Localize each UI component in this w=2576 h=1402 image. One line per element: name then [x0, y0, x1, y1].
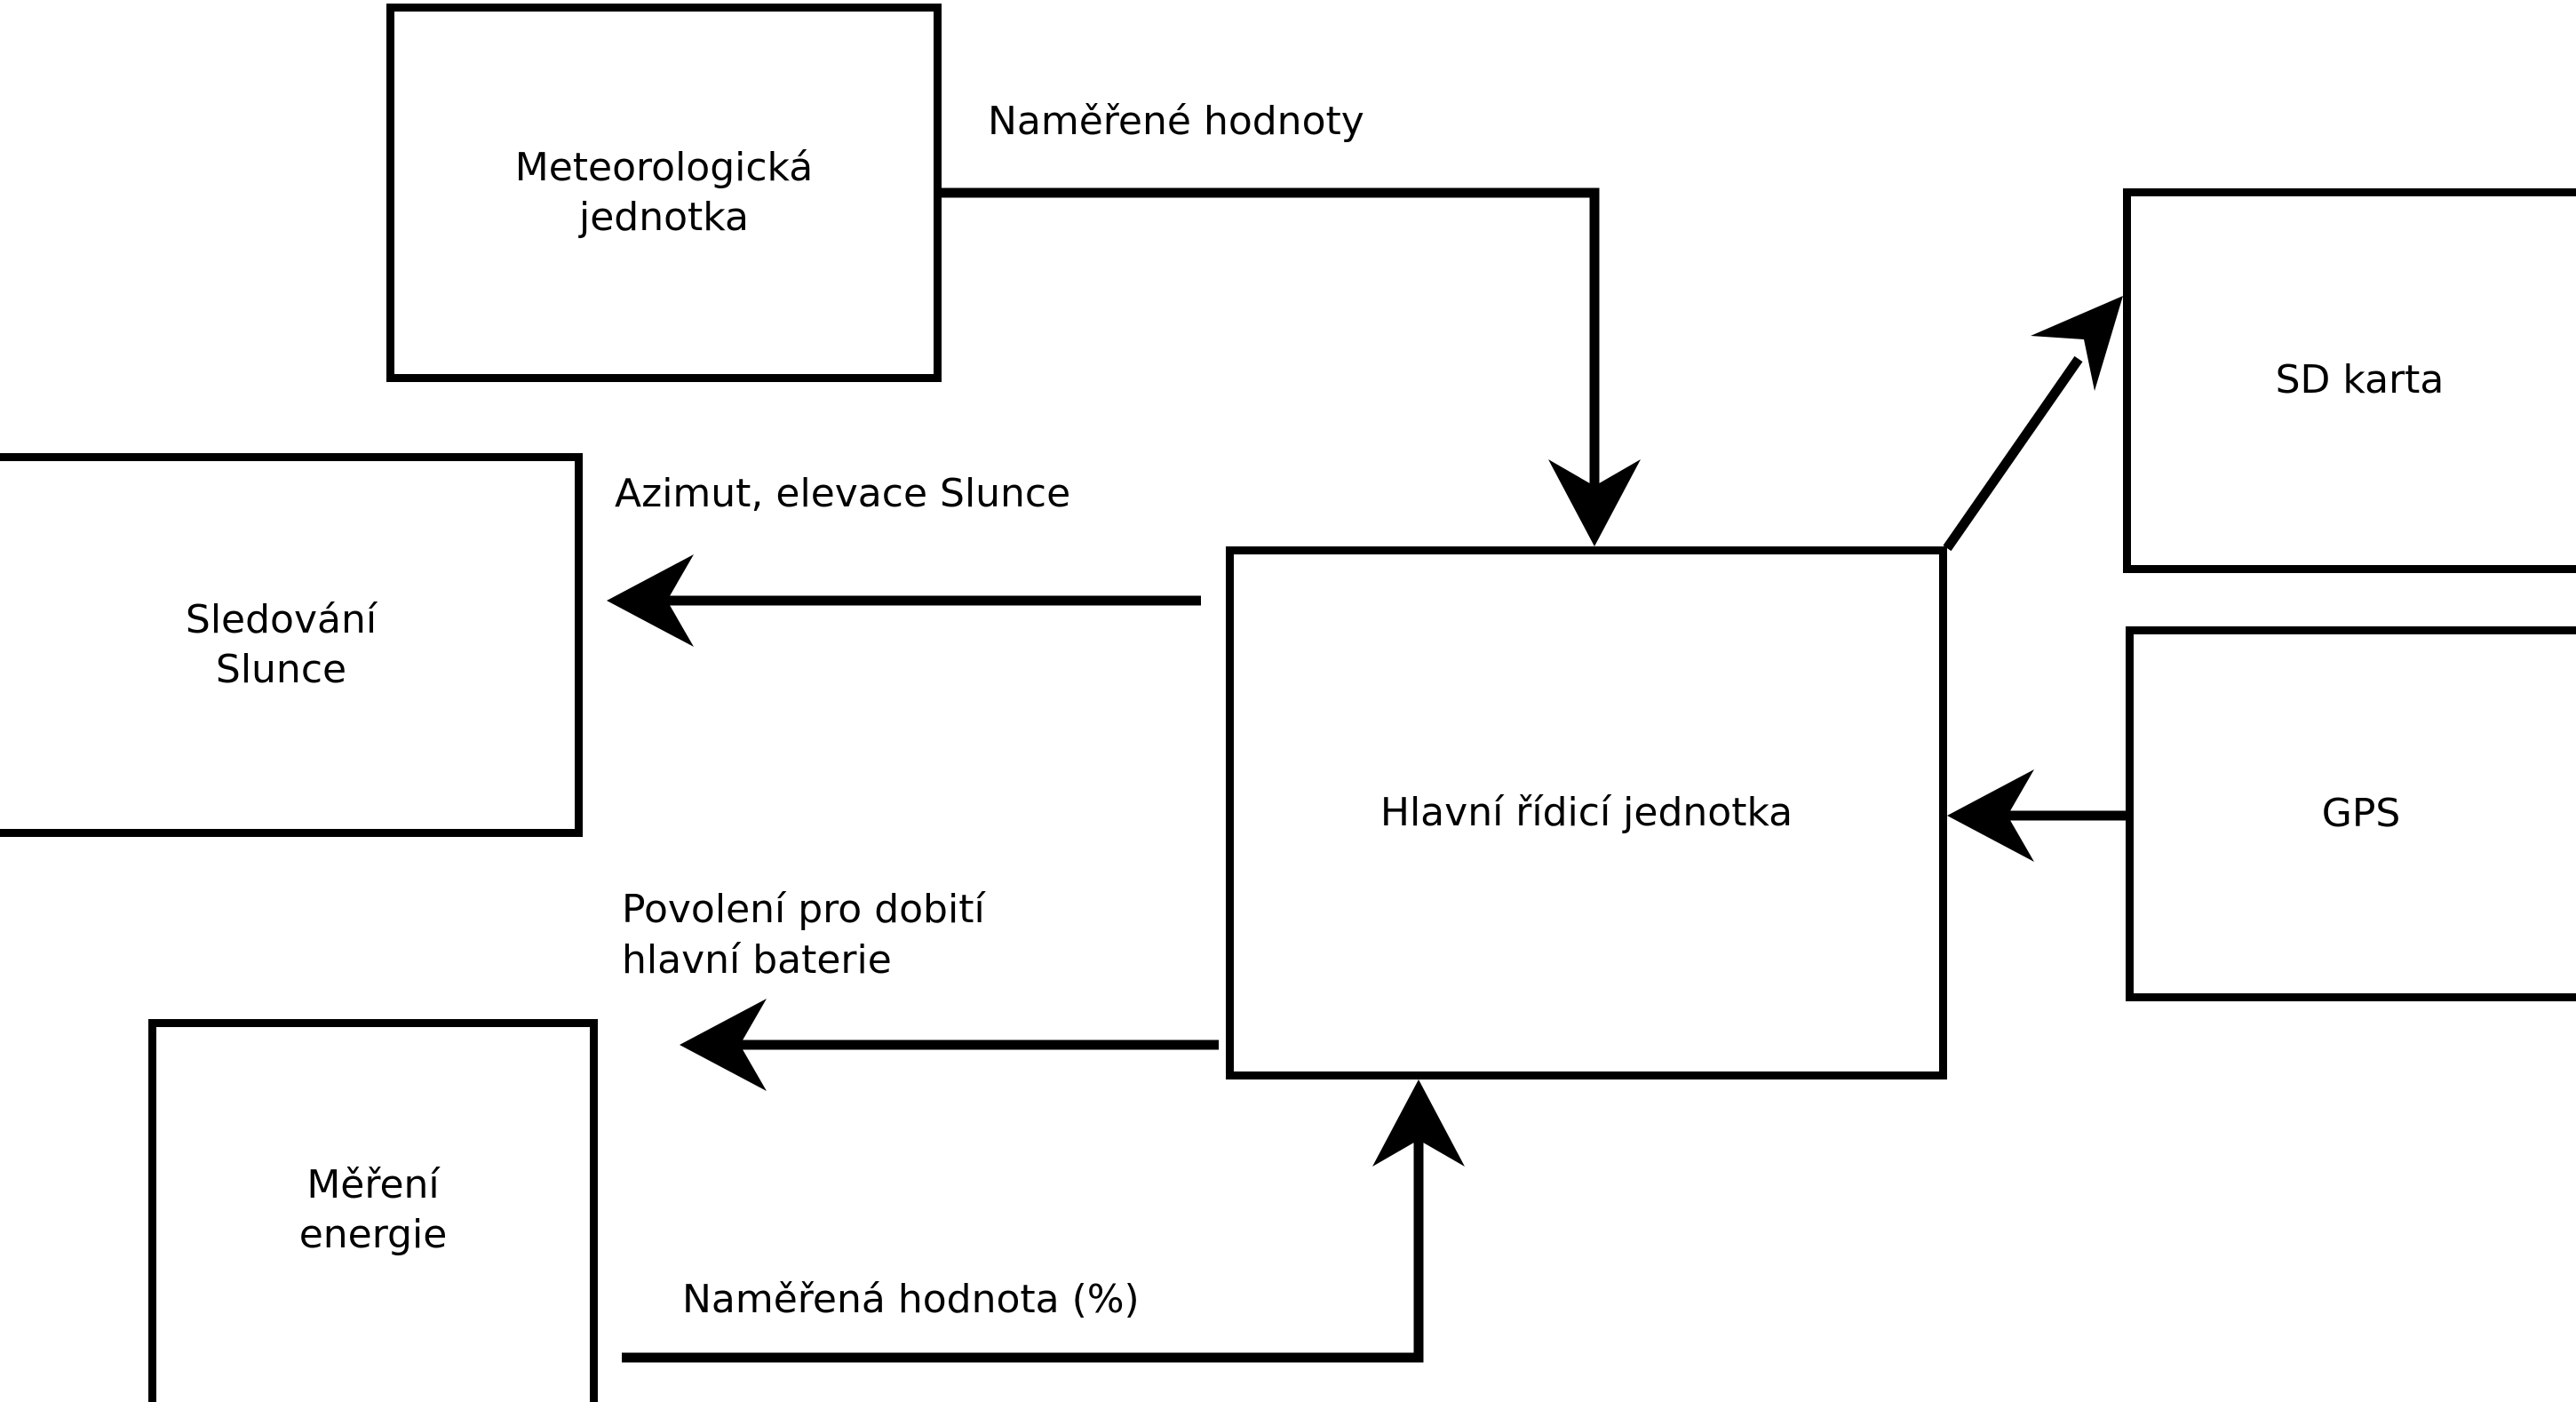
connector-energy-to-main: [622, 1079, 1465, 1363]
connector-main-to-sd: [1943, 296, 2123, 552]
node-label-sun-tracking: Sledování Slunce: [185, 596, 378, 692]
node-mereni-energie[interactable]: Měření energie: [148, 1019, 598, 1402]
connector-meteo-to-main: [942, 187, 1641, 546]
edge-label-povoleni-pro-dobiti: Povolení pro dobití hlavní baterie: [622, 887, 985, 984]
connector-gps-to-main: [1947, 769, 2126, 862]
node-sd-karta[interactable]: SD karta: [2123, 188, 2576, 573]
edge-label-namerene-hodnoty: Naměřené hodnoty: [988, 99, 1364, 144]
edge-label-namerena-hodnota: Naměřená hodnota (%): [682, 1277, 1140, 1322]
node-label-main-control-unit: Hlavní řídicí jednotka: [1379, 789, 1793, 835]
node-label-energy-measurement: Měření energie: [298, 1161, 448, 1257]
node-hlavni-ridici-jednotka[interactable]: Hlavní řídicí jednotka: [1226, 546, 1947, 1079]
connector-main-to-energy: [680, 999, 1219, 1091]
node-label-meteo: Meteorologická jednotka: [514, 144, 814, 240]
edge-label-azimut-elevace-slunce: Azimut, elevace Slunce: [615, 471, 1071, 516]
node-meteorologicka-jednotka[interactable]: Meteorologická jednotka: [386, 4, 942, 382]
connector-main-to-sun: [607, 554, 1201, 647]
node-label-gps: GPS: [2321, 790, 2401, 836]
node-label-sd-card: SD karta: [2275, 357, 2445, 403]
node-sledovani-slunce[interactable]: Sledování Slunce: [0, 453, 583, 837]
node-gps[interactable]: GPS: [2126, 626, 2576, 1001]
